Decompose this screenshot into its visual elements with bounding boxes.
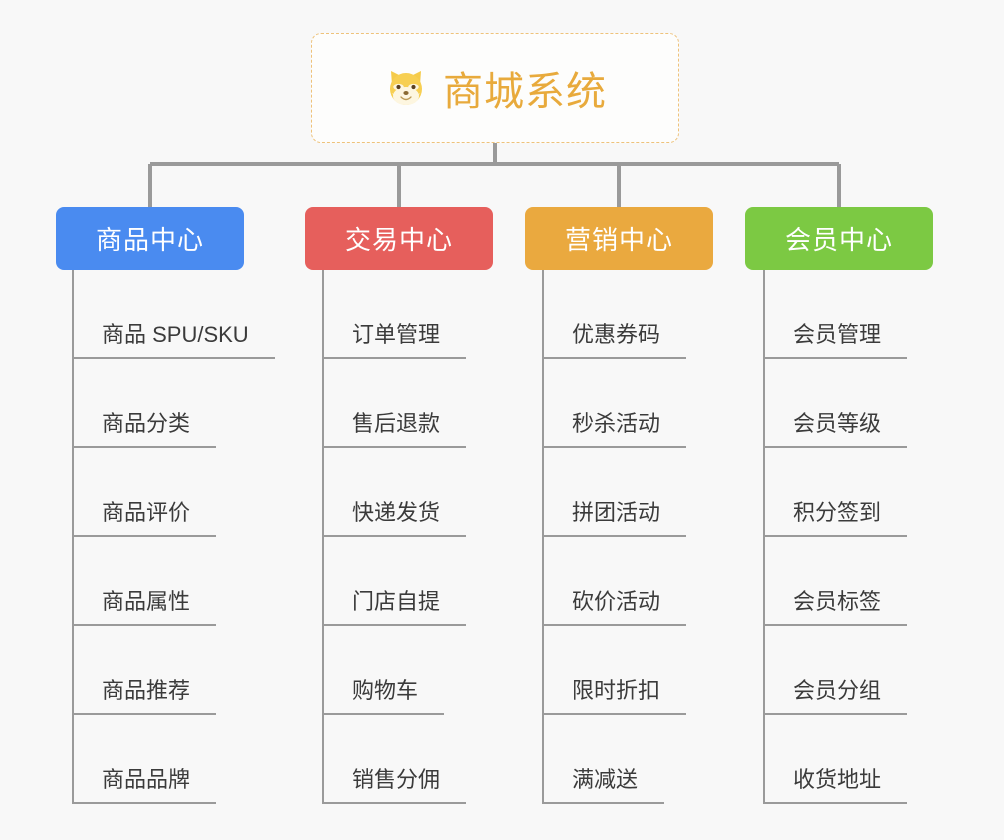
list-item[interactable]: 商品推荐 (72, 626, 275, 715)
branch-header-trade-center[interactable]: 交易中心 (305, 207, 493, 270)
list-item[interactable]: 砍价活动 (542, 537, 713, 626)
leaf-label: 商品分类 (72, 413, 217, 448)
leaf-list-marketing-center: 优惠券码 秒杀活动 拼团活动 砍价活动 限时折扣 满减送 (542, 270, 713, 804)
leaf-label: 积分签到 (763, 502, 908, 537)
leaf-label: 订单管理 (322, 324, 467, 359)
leaf-label: 会员等级 (763, 413, 908, 448)
leaf-list-member-center: 会员管理 会员等级 积分签到 会员标签 会员分组 收货地址 (763, 270, 933, 804)
branch-header-member-center[interactable]: 会员中心 (745, 207, 933, 270)
list-item[interactable]: 订单管理 (322, 270, 493, 359)
list-item[interactable]: 商品品牌 (72, 715, 275, 804)
branch-marketing-center: 营销中心 优惠券码 秒杀活动 拼团活动 砍价活动 限时折扣 满减送 (525, 207, 713, 804)
leaf-label: 门店自提 (322, 591, 467, 626)
leaf-label: 商品评价 (72, 502, 217, 537)
root-title: 商城系统 (443, 70, 607, 114)
list-item[interactable]: 优惠券码 (542, 270, 713, 359)
leaf-label: 收货地址 (763, 769, 908, 804)
list-item[interactable]: 商品分类 (72, 359, 275, 448)
branch-header-label: 会员中心 (784, 225, 893, 255)
leaf-label: 会员管理 (763, 324, 908, 359)
list-item[interactable]: 满减送 (542, 715, 713, 804)
leaf-label: 砍价活动 (542, 591, 687, 626)
branch-header-label: 交易中心 (344, 225, 453, 255)
leaf-label: 拼团活动 (542, 502, 687, 537)
leaf-label: 会员分组 (763, 680, 908, 715)
leaf-list-trade-center: 订单管理 售后退款 快递发货 门店自提 购物车 销售分佣 (322, 270, 493, 804)
list-item[interactable]: 购物车 (322, 626, 493, 715)
branch-header-marketing-center[interactable]: 营销中心 (525, 207, 713, 270)
shiba-dog-face-icon (383, 65, 429, 111)
leaf-label: 购物车 (322, 680, 445, 715)
list-item[interactable]: 拼团活动 (542, 448, 713, 537)
branch-header-product-center[interactable]: 商品中心 (56, 207, 244, 270)
root-node[interactable]: 商城系统 (311, 33, 679, 143)
list-item[interactable]: 会员管理 (763, 270, 933, 359)
list-item[interactable]: 商品属性 (72, 537, 275, 626)
list-item[interactable]: 商品评价 (72, 448, 275, 537)
leaf-label: 秒杀活动 (542, 413, 687, 448)
leaf-label: 售后退款 (322, 413, 467, 448)
leaf-label: 优惠券码 (542, 324, 687, 359)
list-item[interactable]: 快递发货 (322, 448, 493, 537)
leaf-label: 商品属性 (72, 591, 217, 626)
leaf-label: 销售分佣 (322, 769, 467, 804)
list-item[interactable]: 销售分佣 (322, 715, 493, 804)
branch-header-label: 商品中心 (95, 225, 204, 255)
leaf-label: 商品 SPU/SKU (72, 324, 275, 359)
list-item[interactable]: 限时折扣 (542, 626, 713, 715)
branch-member-center: 会员中心 会员管理 会员等级 积分签到 会员标签 会员分组 收货地址 (745, 207, 933, 804)
leaf-label: 会员标签 (763, 591, 908, 626)
list-item[interactable]: 门店自提 (322, 537, 493, 626)
list-item[interactable]: 售后退款 (322, 359, 493, 448)
branch-product-center: 商品中心 商品 SPU/SKU 商品分类 商品评价 商品属性 商品推荐 商品品牌 (56, 207, 275, 804)
list-item[interactable]: 秒杀活动 (542, 359, 713, 448)
leaf-label: 满减送 (542, 769, 665, 804)
branch-header-label: 营销中心 (564, 225, 673, 255)
leaf-label: 限时折扣 (542, 680, 687, 715)
list-item[interactable]: 会员分组 (763, 626, 933, 715)
leaf-list-product-center: 商品 SPU/SKU 商品分类 商品评价 商品属性 商品推荐 商品品牌 (72, 270, 275, 804)
list-item[interactable]: 积分签到 (763, 448, 933, 537)
leaf-label: 商品推荐 (72, 680, 217, 715)
leaf-label: 快递发货 (322, 502, 467, 537)
list-item[interactable]: 会员标签 (763, 537, 933, 626)
list-item[interactable]: 收货地址 (763, 715, 933, 804)
branch-trade-center: 交易中心 订单管理 售后退款 快递发货 门店自提 购物车 销售分佣 (305, 207, 493, 804)
list-item[interactable]: 会员等级 (763, 359, 933, 448)
leaf-label: 商品品牌 (72, 769, 217, 804)
list-item[interactable]: 商品 SPU/SKU (72, 270, 275, 359)
